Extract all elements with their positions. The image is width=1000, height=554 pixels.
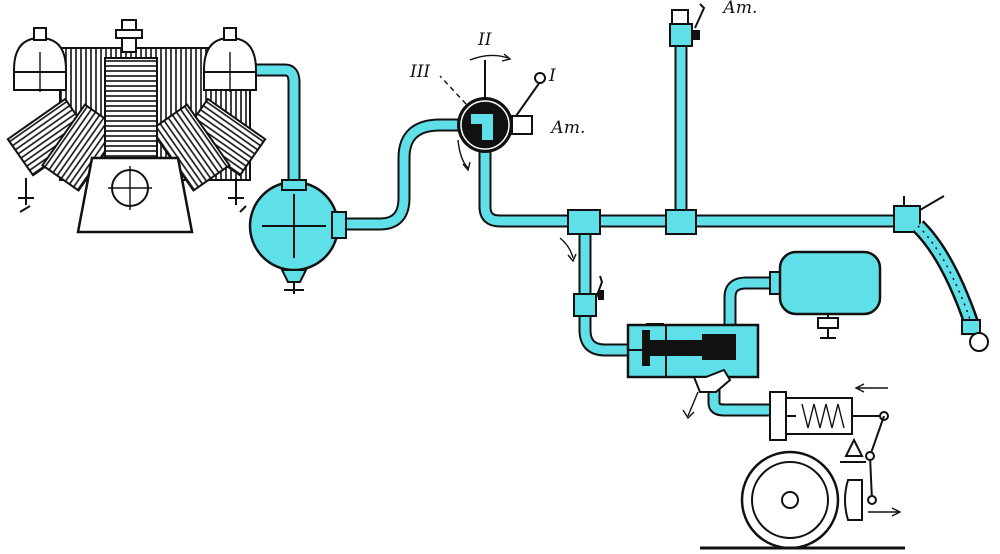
- valve-position-2-label: II: [478, 30, 492, 50]
- compressor-icon: [6, 19, 267, 234]
- air-reservoir-icon: [769, 250, 882, 339]
- atm-valve-label: Ат.: [551, 118, 586, 138]
- atm-top-label: Ат.: [723, 0, 758, 18]
- valve-position-3-label: III: [410, 62, 431, 82]
- brake-linkage: [840, 415, 885, 501]
- pipe-tee-left: [559, 209, 601, 263]
- brake-shoe-icon: [844, 479, 902, 521]
- pipe-tee-right: [665, 209, 697, 235]
- brake-cylinder-icon: [769, 383, 889, 441]
- three-way-valve-icon: [439, 53, 546, 172]
- brake-valve-icon: [626, 323, 760, 420]
- moisture-separator-icon: [248, 179, 347, 294]
- valve-position-1-label: I: [549, 66, 556, 86]
- pipe-network: [160, 30, 900, 417]
- gauge-icon: [669, 3, 706, 47]
- wheel-icon: [700, 450, 905, 550]
- flexible-hose-icon: [893, 195, 989, 352]
- branch-valve-icon: [573, 275, 604, 317]
